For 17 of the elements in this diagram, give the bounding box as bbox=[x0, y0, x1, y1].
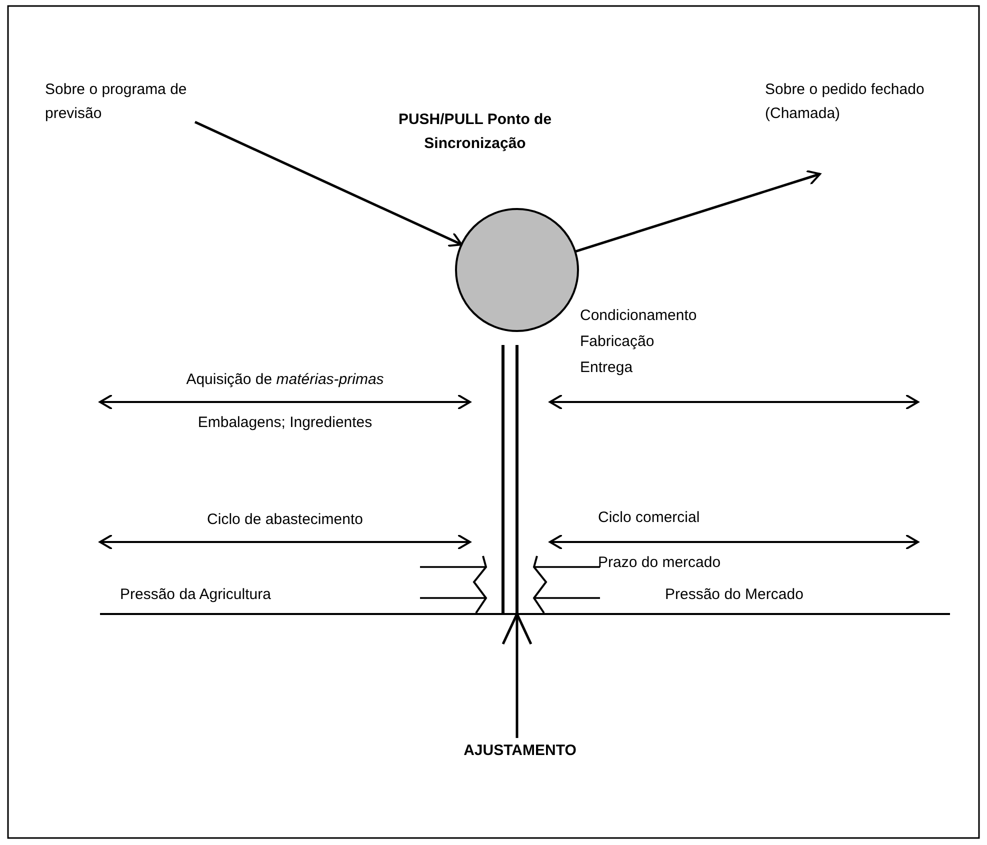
heading: PUSH/PULL Ponto de Sincronização bbox=[397, 110, 553, 154]
annotation-text: Ciclo de abastecimento bbox=[206, 510, 364, 530]
annotation-text: Entrega bbox=[580, 358, 633, 378]
annotation-text: Fabricação bbox=[580, 332, 654, 352]
adjustment-label: AJUSTAMENTO bbox=[462, 742, 578, 759]
annotation-text: Embalagens; Ingredientes bbox=[196, 413, 374, 433]
arrow bbox=[574, 170, 821, 253]
arrow bbox=[502, 612, 532, 738]
annotation-text: Pressão do Mercado bbox=[665, 585, 804, 605]
arrow-label: Sobre o pedido fechado (Chamada) bbox=[765, 80, 926, 124]
annotation-text: Condicionamento bbox=[580, 306, 697, 326]
arrow bbox=[194, 120, 463, 247]
annotation-text: Ciclo comercial bbox=[598, 508, 700, 528]
annotation-text: Pressão da Agricultura bbox=[120, 585, 271, 605]
annotation-text: Aquisição de matérias-primas bbox=[185, 370, 385, 390]
arrow-label: Sobre o programa de previsão bbox=[45, 80, 188, 124]
annotation-text: Prazo do mercado bbox=[598, 553, 721, 573]
